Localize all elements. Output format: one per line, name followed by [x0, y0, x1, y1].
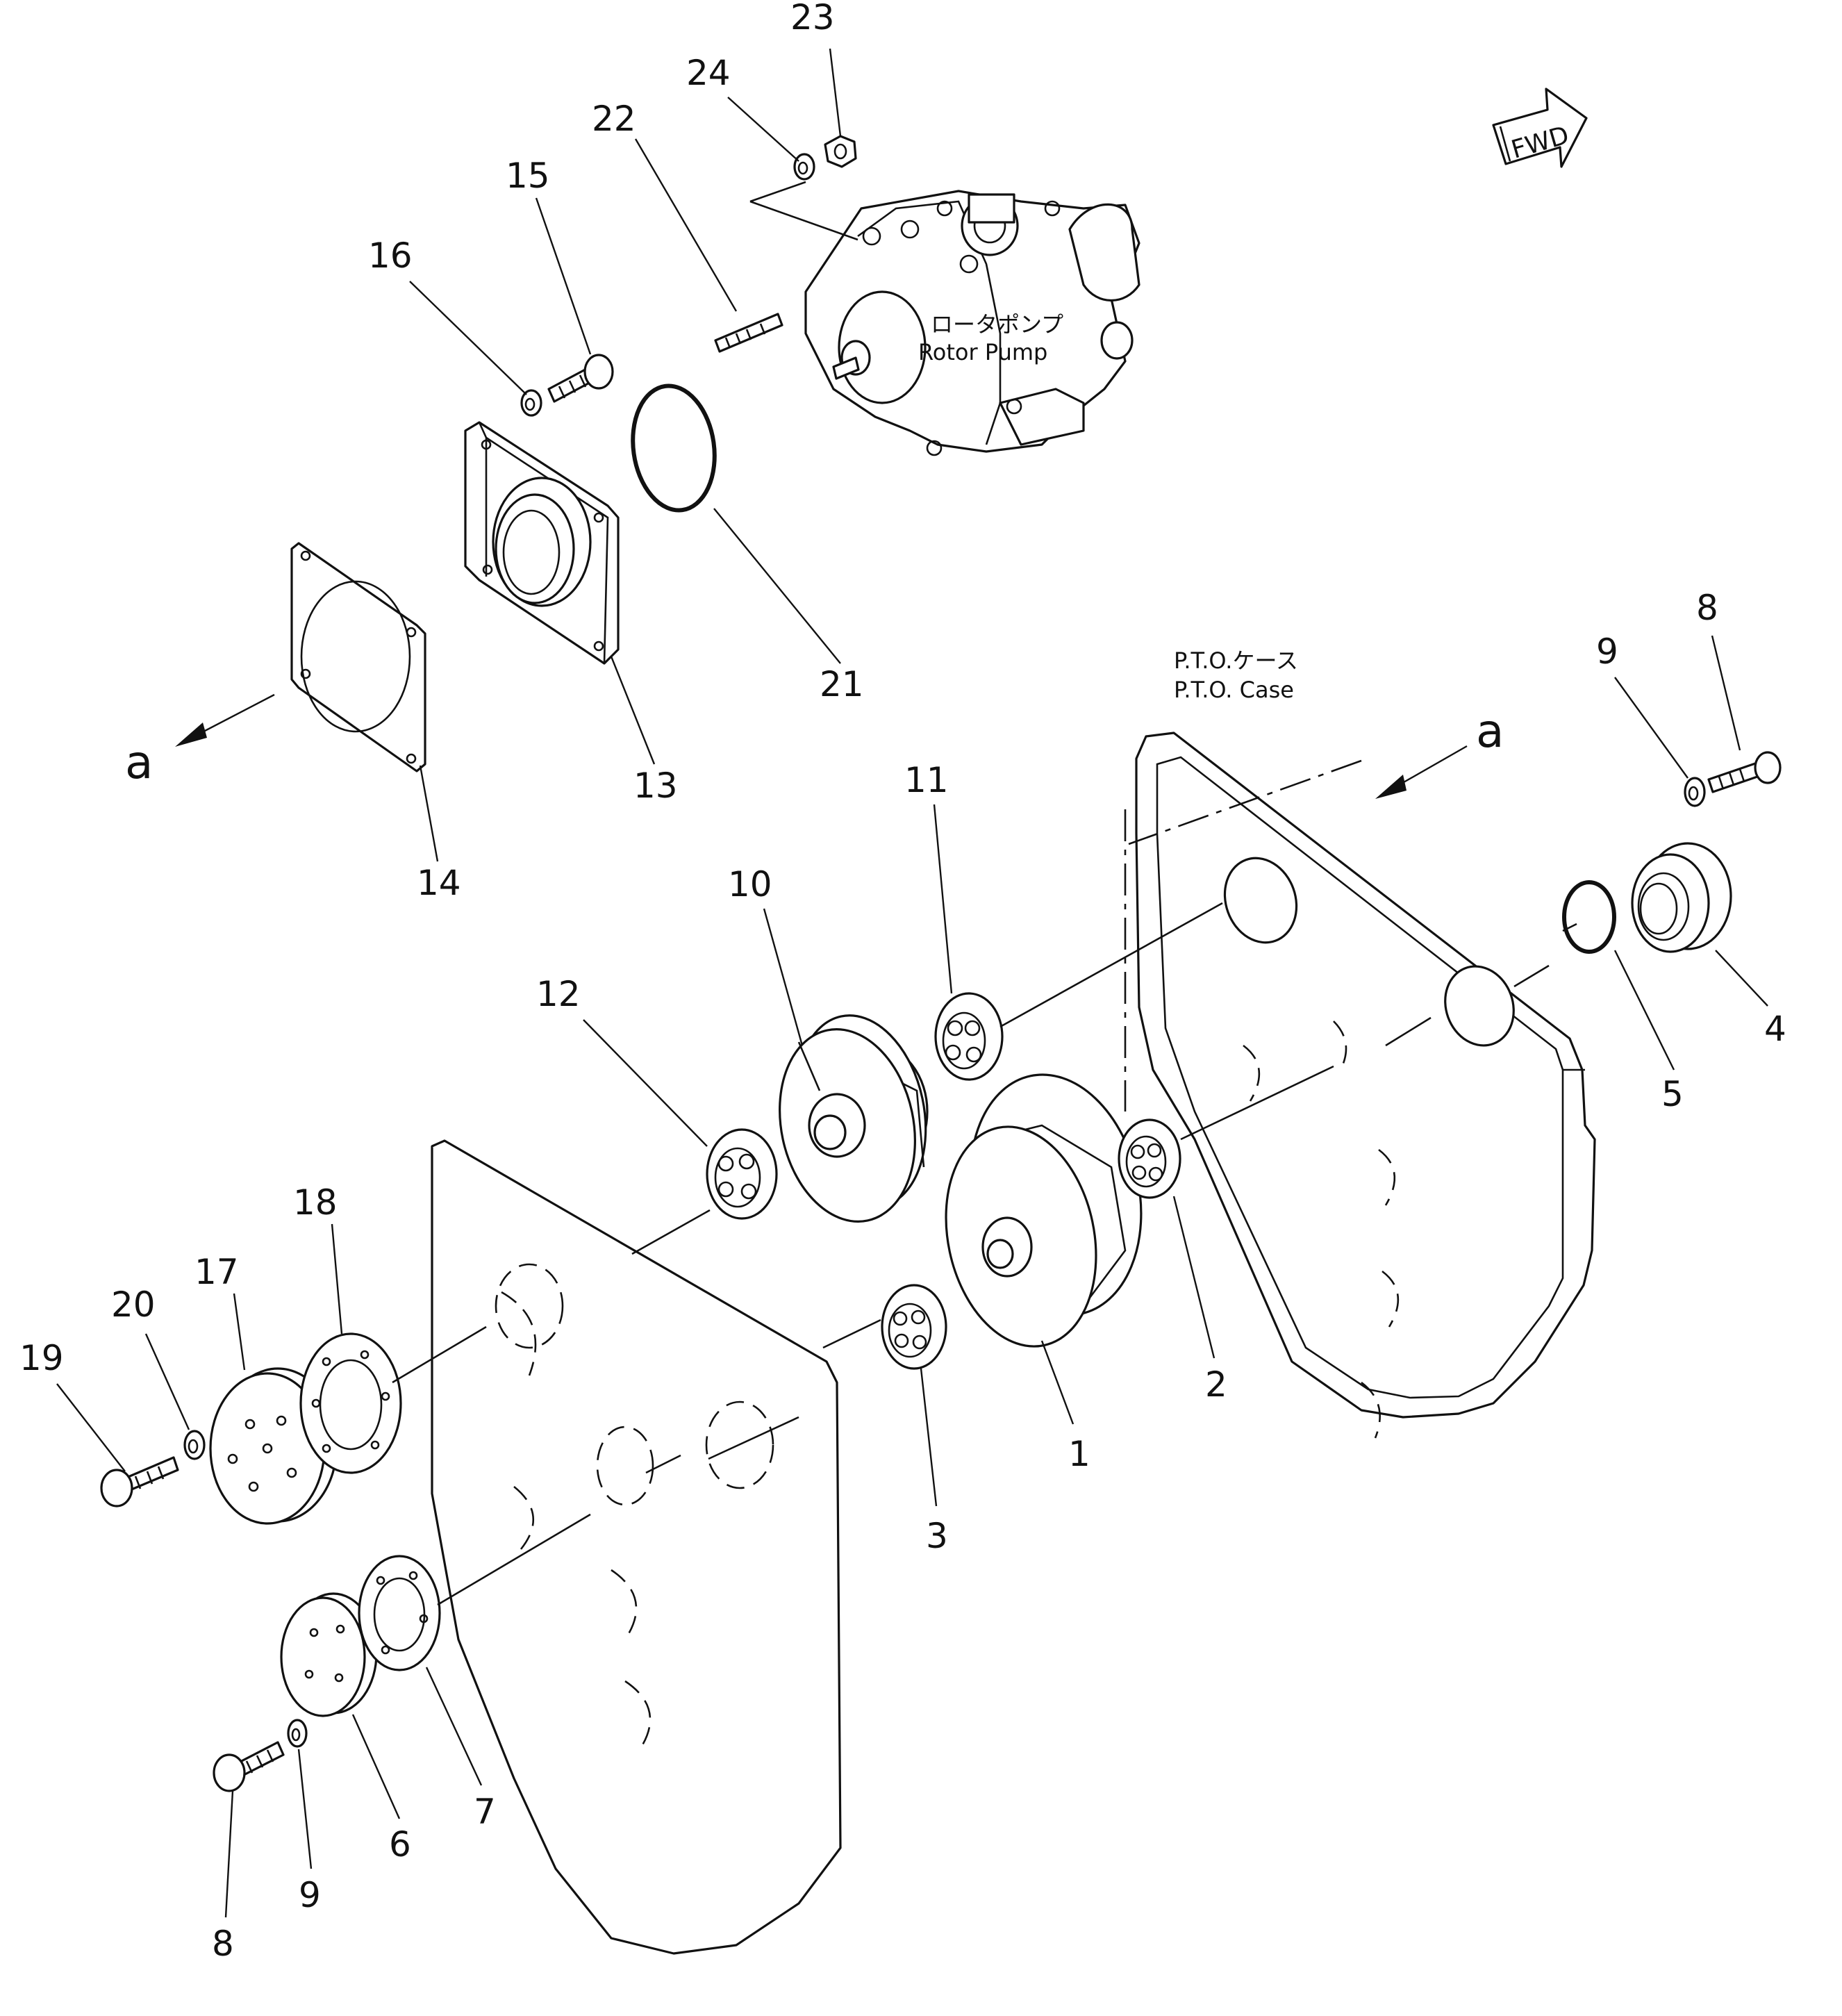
component-labels: ロータポンプ Rotor Pump P.T.O.ケース P.T.O. Case — [918, 311, 1298, 703]
bolt-8-left — [213, 1741, 285, 1792]
rotor-pump-label-en: Rotor Pump — [918, 339, 1047, 365]
o-ring-5 — [1562, 880, 1616, 954]
view-a-right-label: a — [1476, 704, 1504, 758]
cover-6 — [280, 1592, 378, 1717]
callout-23: 23 — [790, 0, 835, 38]
nut-23 — [824, 135, 857, 168]
washer-24 — [793, 153, 815, 181]
callout-18: 18 — [293, 1182, 338, 1223]
callout-4: 4 — [1764, 1009, 1786, 1049]
gasket-18 — [299, 1332, 402, 1474]
callout-24: 24 — [686, 53, 731, 93]
view-a-arrow-left: a — [125, 693, 275, 789]
center-lines — [392, 181, 1577, 1606]
bearing-2 — [1118, 1118, 1181, 1199]
gear-1 — [945, 1073, 1143, 1348]
pto-case-label-jp: P.T.O.ケース — [1174, 647, 1298, 674]
callout-5: 5 — [1661, 1074, 1684, 1114]
callout-2: 2 — [1205, 1364, 1227, 1405]
callout-9-right: 9 — [1596, 631, 1618, 672]
callout-20: 20 — [111, 1284, 156, 1325]
flange-4 — [1631, 842, 1732, 953]
bearing-3 — [881, 1284, 947, 1370]
callout-12: 12 — [536, 974, 581, 1014]
bearing-12 — [706, 1128, 778, 1220]
leader-lines — [56, 48, 1768, 1918]
callout-16: 16 — [368, 236, 413, 276]
pto-case — [1135, 732, 1596, 1439]
washer-9-left — [287, 1719, 308, 1748]
washer-20 — [183, 1430, 206, 1460]
callout-6: 6 — [389, 1824, 411, 1865]
callout-9-left: 9 — [299, 1875, 321, 1915]
bolt-8-right — [1707, 751, 1782, 793]
bearing-11 — [934, 992, 1004, 1081]
callout-3: 3 — [926, 1516, 948, 1556]
callout-14: 14 — [417, 863, 461, 903]
callout-10: 10 — [728, 864, 772, 904]
rotor-pump — [804, 190, 1140, 456]
callout-8-right: 8 — [1696, 588, 1718, 628]
callout-22: 22 — [592, 99, 636, 139]
callout-13: 13 — [633, 766, 678, 806]
callout-7: 7 — [474, 1792, 496, 1832]
gear-10 — [779, 1014, 929, 1223]
stud-22 — [714, 313, 783, 353]
callout-17: 17 — [194, 1252, 239, 1292]
washer-16 — [520, 389, 542, 417]
view-a-arrow-right: a — [1375, 704, 1504, 799]
bolt-19 — [100, 1456, 179, 1507]
pto-cover-plate — [431, 1139, 842, 1955]
callout-19: 19 — [19, 1338, 64, 1378]
callout-8-left: 8 — [212, 1924, 234, 1964]
view-a-left-label: a — [125, 736, 153, 789]
callout-15: 15 — [506, 156, 550, 196]
callout-numbers: 23 24 22 15 16 21 13 14 11 10 12 8 9 4 5… — [19, 0, 1786, 1964]
callout-11: 11 — [904, 760, 949, 800]
washer-9-right — [1684, 777, 1706, 807]
gasket-7 — [358, 1555, 441, 1671]
callout-1: 1 — [1068, 1434, 1090, 1474]
callout-21: 21 — [820, 664, 864, 704]
o-ring-21 — [631, 383, 717, 513]
adapter-13 — [464, 421, 620, 665]
gasket-14 — [290, 542, 426, 772]
rotor-pump-label-jp: ロータポンプ — [931, 311, 1063, 338]
pto-case-label-en: P.T.O. Case — [1174, 677, 1294, 703]
bolt-15 — [547, 354, 614, 403]
forward-direction-arrow: FWD — [1492, 88, 1588, 168]
